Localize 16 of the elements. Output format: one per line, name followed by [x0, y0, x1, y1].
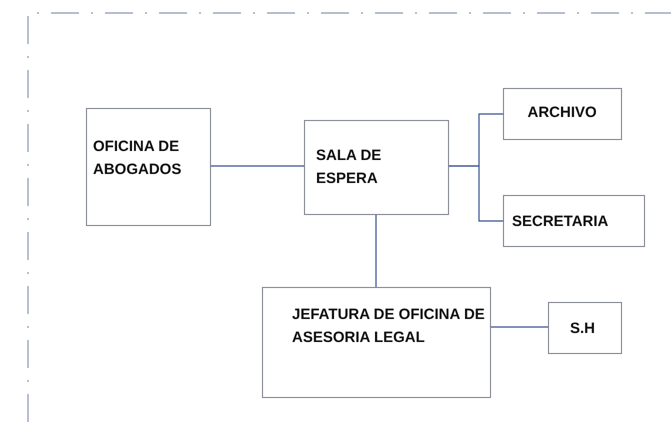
room-box — [262, 287, 491, 398]
room-label: JEFATURA DE OFICINA DE ASESORIA LEGAL — [292, 305, 486, 348]
room-box — [548, 302, 622, 354]
room-label: OFICINA DE ABOGADOS — [93, 137, 182, 180]
connector-line — [491, 326, 548, 328]
room-label: SALA DE ESPERA — [316, 146, 382, 189]
room-box — [86, 108, 211, 226]
room-box — [503, 88, 622, 140]
connector-line — [375, 215, 377, 287]
room-box — [503, 195, 645, 247]
room-label: S.H — [570, 318, 596, 338]
room-label: SECRETARIA — [512, 212, 610, 232]
connector-line — [211, 165, 304, 167]
connector-line — [449, 165, 503, 222]
room-box — [304, 120, 449, 215]
room-label: ARCHIVO — [528, 102, 598, 122]
